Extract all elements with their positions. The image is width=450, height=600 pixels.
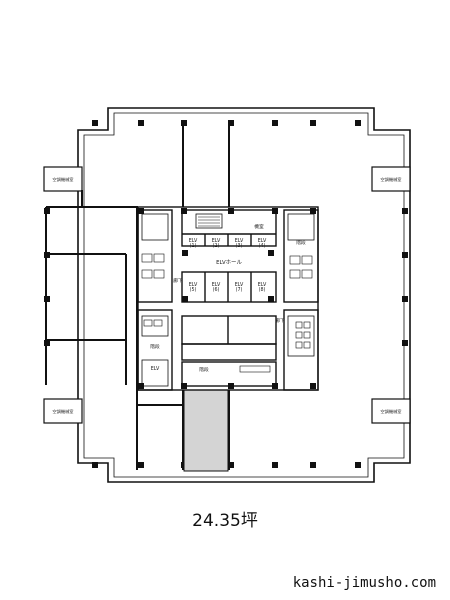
elevator-label: ELV(8) — [258, 282, 267, 293]
stair-bottom-label: 階段 — [199, 366, 209, 373]
leased-section — [183, 389, 229, 472]
building-core — [137, 206, 319, 391]
building-outline — [77, 107, 411, 483]
elevator-label: ELV(7) — [235, 282, 244, 293]
stair-right-label: 階段 — [296, 239, 306, 246]
site-watermark: kashi-jimusho.com — [292, 575, 436, 591]
tenant-partitions — [45, 121, 230, 470]
leased-area-label: 24.35坪 — [192, 511, 258, 531]
service-elevator-label: ELV — [151, 366, 160, 372]
corner-equipment-label-se: 空調機械室 — [381, 408, 402, 415]
corner-equipment-labels: 空調機械室 空調機械室 空調機械室 空調機械室 — [53, 176, 402, 415]
stair-left-label: 階段 — [150, 343, 160, 350]
elevator-label: ELV(1) — [189, 238, 198, 249]
elevator-label: ELV(3) — [235, 238, 244, 249]
elevator-label: ELV(4) — [258, 238, 267, 249]
corridor-left-label: 廊下 — [173, 277, 183, 284]
corner-equipment-rooms — [43, 166, 411, 424]
corner-equipment-label-sw: 空調機械室 — [53, 408, 74, 415]
corner-equipment-label-nw: 空調機械室 — [53, 176, 74, 183]
elevator-label: ELV(2) — [212, 238, 221, 249]
corner-equipment-label-ne: 空調機械室 — [381, 176, 402, 183]
machine-room-label: 機室 — [254, 223, 264, 230]
core-fixtures — [141, 216, 313, 373]
corridor-right-label: 廊下 — [275, 317, 285, 324]
core-labels: ELVホール 機室 ELV(1) ELV(2) ELV(3) ELV(4) EL… — [150, 223, 306, 373]
elevator-label: ELV(5) — [189, 282, 198, 293]
elevator-hall-label: ELVホール — [216, 259, 242, 266]
elevator-label: ELV(6) — [212, 282, 221, 293]
